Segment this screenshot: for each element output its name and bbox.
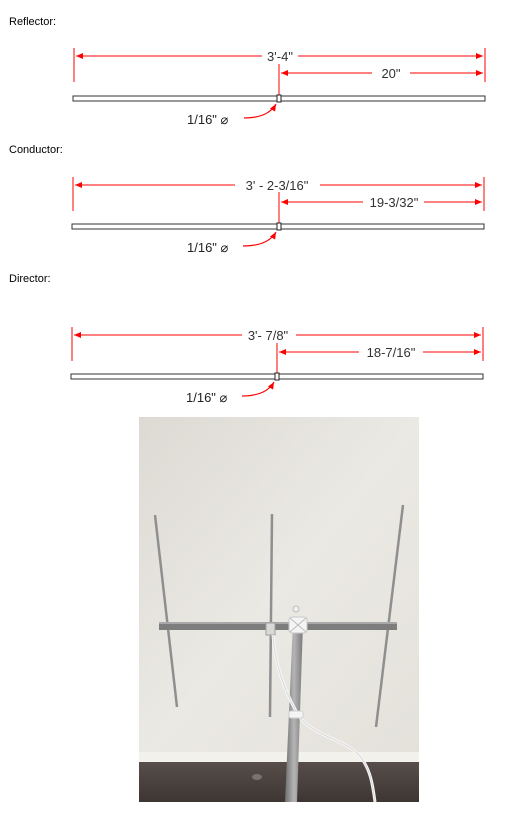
reflector-element-rod bbox=[153, 514, 179, 708]
element-drawings: 3'-4" 20" 1/16" ⌀ 3' - 2-3/16" 19-3/32" … bbox=[70, 48, 486, 405]
floor-fixture bbox=[252, 774, 262, 780]
director-hole-size: 1/16" ⌀ bbox=[186, 390, 228, 405]
director-total-length: 3'- 7/8" bbox=[248, 328, 289, 343]
director-drawing: 3'- 7/8" 18-7/16" 1/16" ⌀ bbox=[70, 327, 484, 405]
conductor-label: Conductor: bbox=[9, 144, 63, 156]
wall bbox=[139, 417, 419, 762]
conductor-hole bbox=[276, 222, 282, 231]
conductor-hole-size: 1/16" ⌀ bbox=[187, 240, 229, 255]
director-half-length: 18-7/16" bbox=[367, 345, 416, 360]
conductor-half-length: 19-3/32" bbox=[370, 195, 419, 210]
cable-tie bbox=[288, 710, 304, 719]
boom bbox=[159, 622, 397, 630]
antenna-photo-illustration bbox=[139, 417, 419, 802]
reflector-hole-leader bbox=[243, 103, 277, 119]
director-hole bbox=[274, 372, 280, 381]
director-label: Director: bbox=[9, 273, 51, 285]
conductor-drawing: 3' - 2-3/16" 19-3/32" 1/16" ⌀ bbox=[71, 177, 485, 255]
floor bbox=[139, 762, 419, 802]
reflector-total-length: 3'-4" bbox=[267, 49, 293, 64]
director-element-rod bbox=[374, 504, 405, 728]
director-hole-leader bbox=[241, 381, 275, 397]
feed-connector bbox=[265, 622, 276, 636]
clamp-tie-b bbox=[289, 617, 307, 633]
conductor-total-length: 3' - 2-3/16" bbox=[246, 178, 309, 193]
reflector-drawing: 3'-4" 20" 1/16" ⌀ bbox=[72, 48, 486, 127]
reflector-half-length: 20" bbox=[381, 66, 400, 81]
driven-element-rod bbox=[268, 513, 274, 718]
coax-cable-shade bbox=[272, 634, 376, 802]
mast-top-cap bbox=[292, 605, 300, 613]
boom-highlight bbox=[159, 622, 397, 624]
reflector-hole bbox=[276, 94, 282, 103]
reflector-hole-size: 1/16" ⌀ bbox=[187, 112, 229, 127]
antenna-photo bbox=[139, 417, 419, 802]
reflector-label: Reflector: bbox=[9, 16, 57, 28]
conductor-hole-leader bbox=[242, 231, 277, 247]
baseboard bbox=[139, 752, 419, 762]
